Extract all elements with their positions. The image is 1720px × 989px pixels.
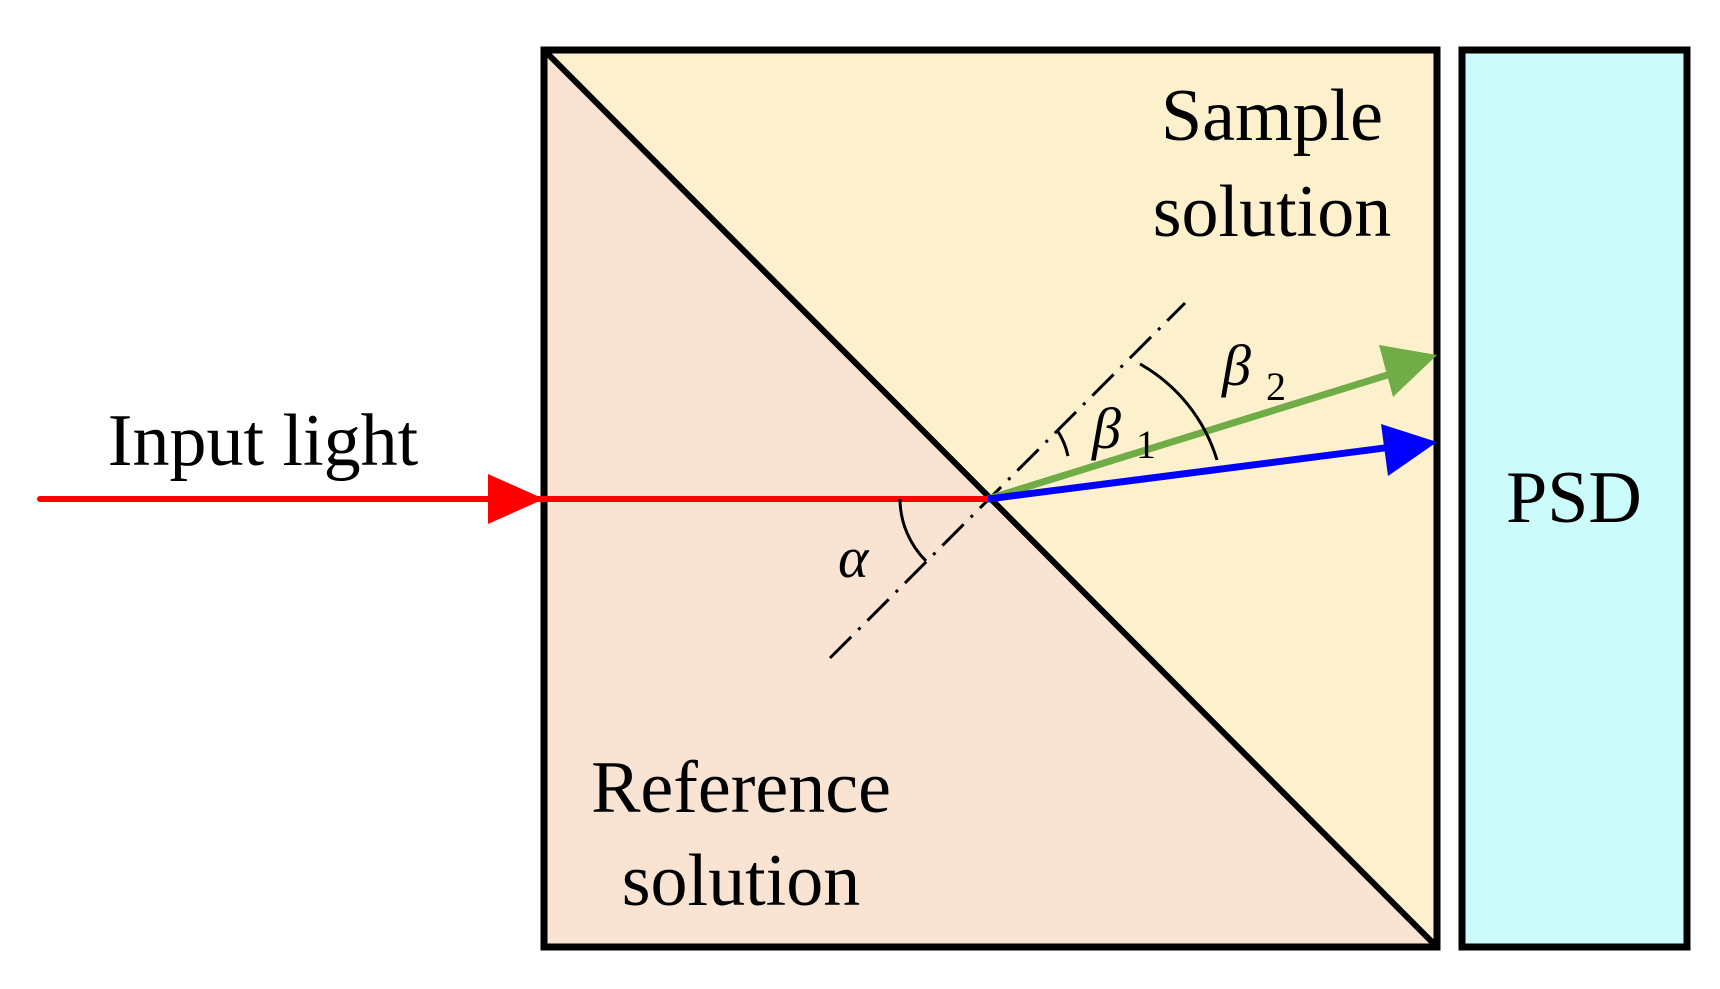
beta2-arc: [1139, 362, 1219, 461]
beta1-arc: [1055, 429, 1070, 457]
reference-solution-label-line2: solution: [622, 840, 860, 922]
beta1-symbol: β: [1091, 396, 1121, 461]
sample-solution-label-line2: solution: [1153, 171, 1391, 253]
reference-solution-label-line1: Reference: [591, 747, 891, 829]
psd-label: PSD: [1506, 457, 1642, 539]
beta1-subscript: 1: [1136, 422, 1156, 467]
green-arrowhead-icon: [1379, 345, 1437, 397]
blue-refracted-ray: [987, 442, 1401, 503]
alpha-label: α: [838, 525, 870, 590]
blue-arrowhead-icon: [1381, 424, 1437, 476]
psd-detector: [1458, 46, 1691, 951]
beta2-subscript: 2: [1266, 364, 1286, 409]
sample-solution-label-line1: Sample: [1161, 75, 1383, 157]
beta2-symbol: β: [1221, 333, 1251, 398]
input-arrowhead-icon: [488, 474, 544, 524]
green-refracted-ray: [986, 364, 1412, 503]
input-light-label: Input light: [108, 400, 419, 482]
alpha-arc: [898, 498, 928, 563]
